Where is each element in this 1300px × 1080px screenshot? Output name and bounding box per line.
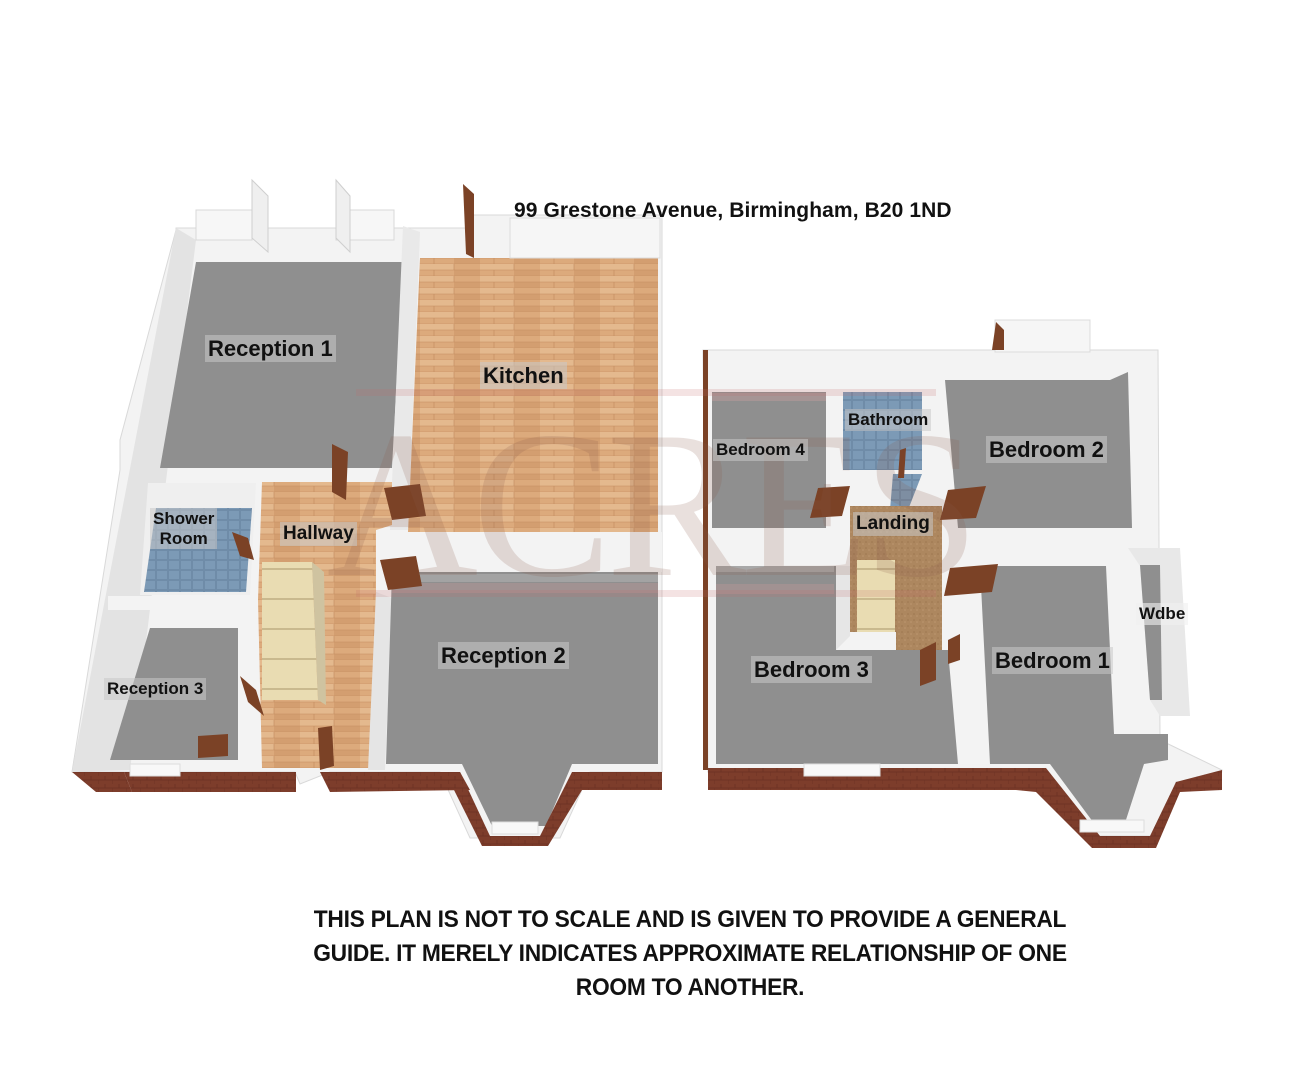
wardrobe-floor — [1140, 565, 1162, 700]
room-label-reception-1: Reception 1 — [205, 335, 336, 363]
room-label-bathroom: Bathroom — [845, 409, 932, 431]
door — [380, 556, 422, 590]
room-label-landing: Landing — [853, 512, 933, 536]
disclaimer-text: THIS PLAN IS NOT TO SCALE AND IS GIVEN T… — [234, 903, 1145, 1005]
first-floor-stairs — [857, 560, 895, 632]
stairs — [262, 562, 318, 700]
reception-1-floor — [160, 262, 403, 468]
door — [198, 734, 228, 758]
door — [898, 448, 906, 478]
bedroom-1-floor — [980, 566, 1168, 826]
room-label-bedroom-4: Bedroom 4 — [713, 439, 808, 461]
room-label-wardrobe: Wdbe — [1136, 603, 1189, 625]
property-address: 99 Grestone Avenue, Birmingham, B20 1ND — [514, 199, 952, 222]
door — [940, 486, 986, 520]
shower-room-label-line1: Shower — [153, 509, 215, 528]
door — [944, 564, 998, 596]
disclaimer-line-1: THIS PLAN IS NOT TO SCALE AND IS GIVEN T… — [313, 906, 1067, 933]
door — [318, 726, 334, 770]
reception-2-floor — [386, 572, 658, 826]
room-label-bedroom-1: Bedroom 1 — [992, 647, 1113, 675]
kitchen-floor — [408, 258, 658, 532]
door — [948, 634, 960, 664]
door — [920, 642, 936, 686]
door — [810, 486, 850, 518]
door — [332, 444, 348, 500]
disclaimer-line-3: ROOM TO ANOTHER. — [575, 974, 805, 1001]
room-label-bedroom-2: Bedroom 2 — [986, 436, 1107, 464]
first-floor — [702, 319, 1223, 848]
disclaimer-line-2: GUIDE. IT MERELY INDICATES APPROXIMATE R… — [313, 940, 1067, 967]
landing-floor — [850, 506, 942, 690]
door — [232, 532, 254, 560]
room-label-reception-3: Reception 3 — [104, 678, 207, 700]
room-label-kitchen: Kitchen — [480, 362, 567, 390]
room-label-shower-room: Shower Room — [150, 508, 218, 550]
door — [240, 676, 264, 716]
room-label-bedroom-3: Bedroom 3 — [751, 656, 872, 684]
room-label-reception-2: Reception 2 — [438, 642, 569, 670]
door — [384, 484, 426, 520]
shower-room-label-line2: Room — [159, 528, 208, 548]
room-label-hallway: Hallway — [280, 522, 357, 546]
